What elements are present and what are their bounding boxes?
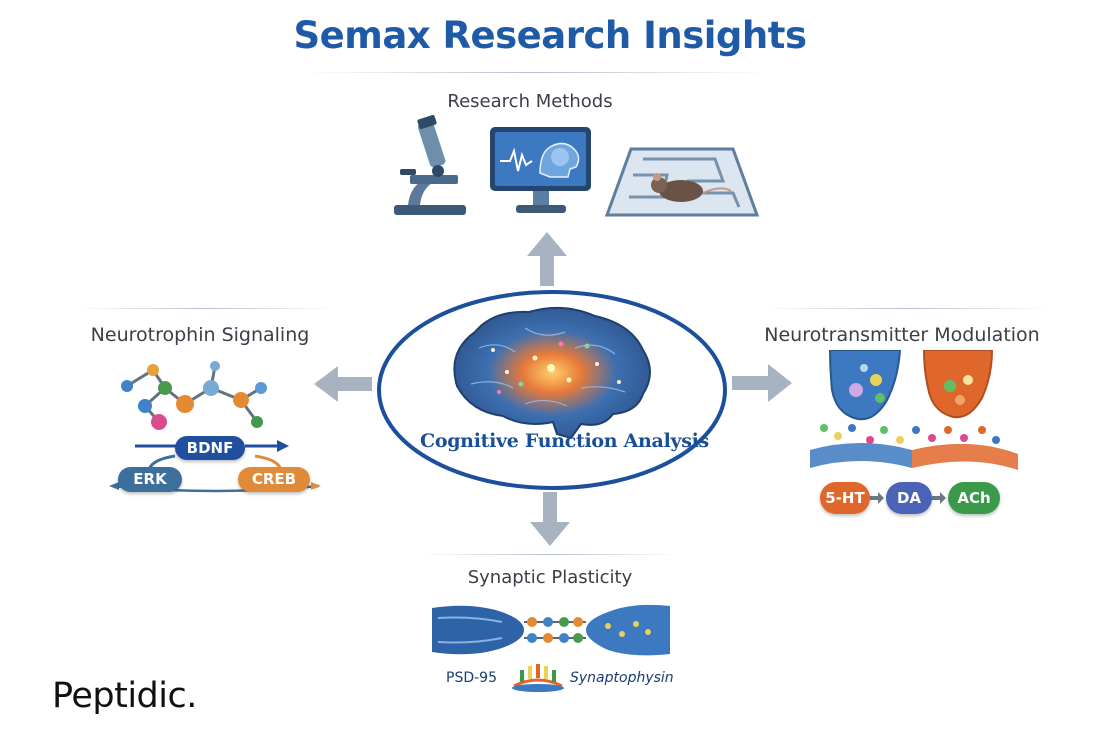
molecule-network-icon [121, 361, 267, 430]
title-divider [300, 72, 770, 73]
page-title: Semax Research Insights [293, 14, 807, 57]
creb-badge: CREB [238, 467, 310, 492]
brain-icon [453, 306, 651, 440]
cognitive-ellipse [377, 290, 727, 490]
plasticity-title: Synaptic Plasticity [467, 567, 633, 588]
synaptic-connection-icon [432, 604, 670, 656]
dopamine-badge: DA [886, 482, 932, 514]
protein-complex-icon [512, 664, 564, 692]
neurotransmitter-title: Neurotransmitter Modulation [764, 324, 1040, 346]
arrow-up-icon [527, 232, 567, 286]
microscope-icon [394, 115, 466, 215]
arrow-right-icon [732, 364, 792, 402]
synapse-icon [810, 350, 1018, 470]
bdnf-badge: BDNF [175, 436, 245, 460]
synaptophysin-label: Synaptophysin [570, 670, 674, 686]
arrow-down-icon [530, 492, 570, 546]
serotonin-badge: 5-HT [820, 482, 870, 514]
plasticity-divider [420, 554, 680, 555]
neurotrophin-title: Neurotrophin Signaling [90, 324, 310, 346]
psd95-label: PSD-95 [446, 670, 497, 686]
neurotrophin-divider [75, 308, 335, 309]
acetylcholine-badge: ACh [948, 482, 1000, 514]
brain-scan-monitor-icon [490, 127, 591, 213]
erk-badge: ERK [118, 467, 182, 492]
center-label: Cognitive Function Analysis [420, 430, 709, 452]
arrow-left-icon [314, 366, 372, 402]
neurotransmitter-divider [762, 308, 1052, 309]
research-methods-title: Research Methods [447, 91, 613, 112]
brand-logo: Peptidic. [52, 676, 197, 716]
rodent-maze-icon [604, 147, 760, 217]
neurotransmitter-chain-arrows [870, 492, 946, 504]
